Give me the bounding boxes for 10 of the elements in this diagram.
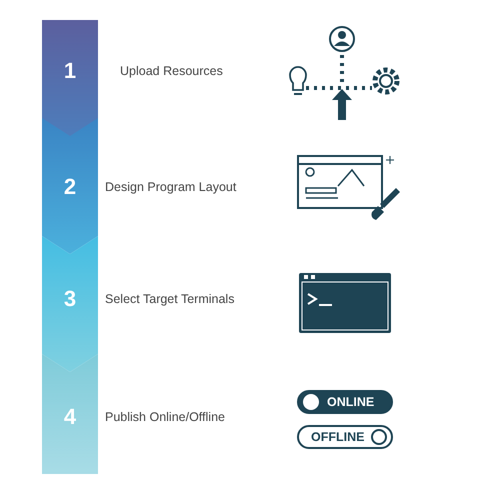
step-number: 1 (62, 58, 78, 84)
toggle-switch: ONLINE (297, 390, 393, 414)
step-label: Upload Resources (120, 64, 223, 78)
step-label: Select Target Terminals (105, 292, 234, 306)
step-label: Publish Online/Offline (105, 410, 225, 424)
toggle-switch: OFFLINE (297, 425, 393, 449)
step-number: 3 (62, 286, 78, 312)
step-number: 2 (62, 174, 78, 200)
step-number: 4 (62, 404, 78, 430)
step-label: Design Program Layout (105, 180, 236, 194)
